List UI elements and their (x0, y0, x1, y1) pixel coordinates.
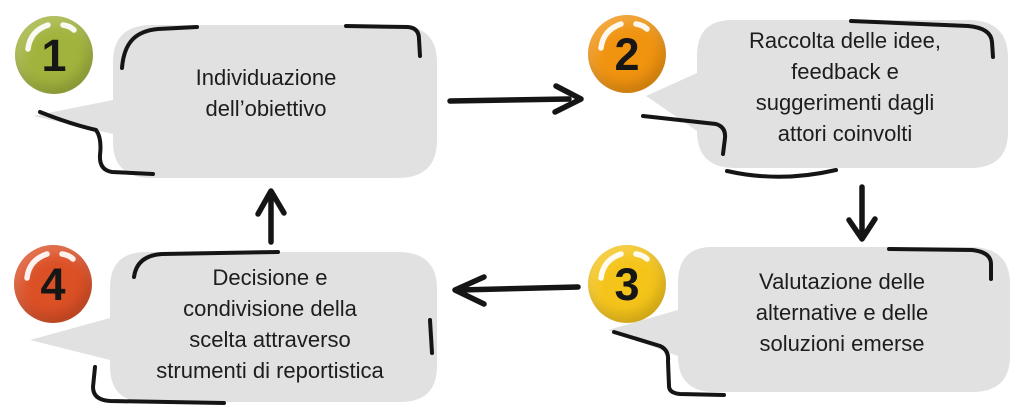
gloss-highlight-icon (25, 22, 77, 52)
step-4-number: 4 (40, 258, 66, 310)
step-2-bubble (646, 20, 1008, 168)
step-3-bubble (608, 247, 1010, 392)
step-1-bubble-stroke (38, 24, 422, 176)
step-2-bubble-stroke (641, 19, 995, 179)
step-3-number: 3 (614, 258, 640, 310)
step-1-label: Individuazione dell’obiettivo (195, 65, 337, 121)
step-3-label: Valutazione delle alternative e delle so… (755, 269, 929, 356)
step-4-bubble-stroke (91, 250, 434, 405)
step-2-number: 2 (614, 28, 640, 80)
arrow-1-to-2-icon (447, 83, 584, 115)
gloss-highlight-icon (24, 251, 76, 281)
step-4-label: Decisione e condivisione della scelta at… (156, 265, 384, 383)
step-3-bubble-stroke (612, 247, 993, 397)
arrow-3-to-4-icon (452, 274, 581, 307)
step-2-badge: 2 (588, 15, 666, 93)
step-2-label: Raccolta delle idee, feedback e suggerim… (748, 28, 941, 146)
step-1-bubble (33, 25, 437, 178)
step-4-badge: 4 (14, 245, 92, 323)
gloss-highlight-icon (598, 251, 650, 281)
gloss-highlight-icon (598, 21, 650, 51)
step-1-badge: 1 (15, 16, 93, 94)
step-1-number: 1 (41, 29, 67, 81)
arrow-4-to-1-icon (255, 188, 287, 245)
step-3-badge: 3 (588, 245, 666, 323)
arrow-2-to-3-icon (846, 184, 878, 242)
step-4-bubble (30, 252, 437, 402)
